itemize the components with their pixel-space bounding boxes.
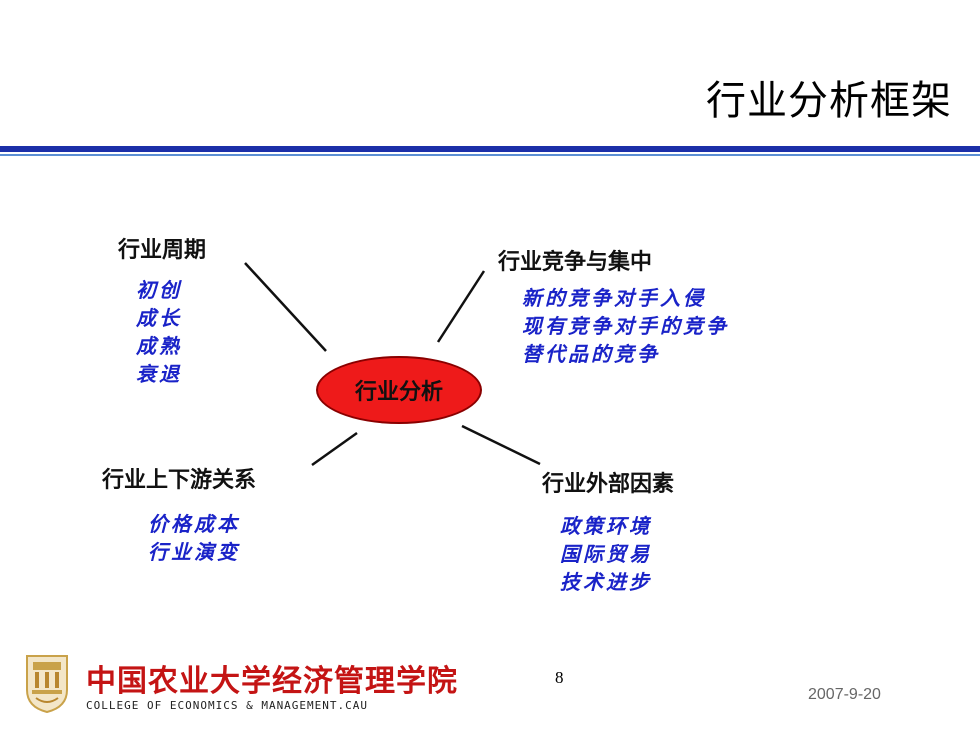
connector-external [461, 424, 541, 466]
college-emblem-icon [26, 655, 68, 714]
list-item: 技术进步 [560, 570, 652, 594]
connector-competition [436, 270, 486, 343]
list-item: 初创 [136, 278, 182, 302]
list-item: 衰退 [136, 362, 182, 386]
college-name-en: COLLEGE OF ECONOMICS & MANAGEMENT.CAU [86, 699, 369, 712]
list-item: 价格成本 [148, 512, 240, 536]
slide-title: 行业分析框架 [706, 78, 952, 124]
list-item: 成熟 [136, 334, 182, 358]
branch-cycle-title: 行业周期 [118, 238, 207, 263]
center-label: 行业分析 [354, 380, 443, 405]
branch-external-items: 政策环境 国际贸易 技术进步 [560, 512, 652, 596]
list-item: 替代品的竞争 [522, 342, 660, 366]
header-rule-thick [0, 146, 980, 152]
list-item: 政策环境 [560, 514, 652, 538]
connector-cycle [244, 262, 327, 352]
branch-chain-items: 价格成本 行业演变 [148, 510, 240, 566]
branch-external-title: 行业外部因素 [542, 472, 675, 497]
page-number: 8 [555, 668, 564, 687]
center-node: 行业分析 [316, 356, 482, 424]
list-item: 成长 [136, 306, 182, 330]
college-name-cn: 中国农业大学经济管理学院 [86, 664, 458, 699]
header-rule-thin [0, 154, 980, 156]
list-item: 国际贸易 [560, 542, 652, 566]
branch-cycle-items: 初创 成长 成熟 衰退 [136, 276, 182, 388]
slide-date: 2007-9-20 [808, 686, 881, 703]
branch-competition-items: 新的竞争对手入侵 现有竞争对手的竞争 替代品的竞争 [522, 284, 729, 368]
list-item: 现有竞争对手的竞争 [522, 314, 729, 338]
list-item: 行业演变 [148, 540, 240, 564]
list-item: 新的竞争对手入侵 [522, 286, 706, 310]
branch-competition-title: 行业竞争与集中 [498, 250, 653, 275]
branch-chain-title: 行业上下游关系 [102, 468, 257, 493]
connector-chain [311, 431, 358, 467]
